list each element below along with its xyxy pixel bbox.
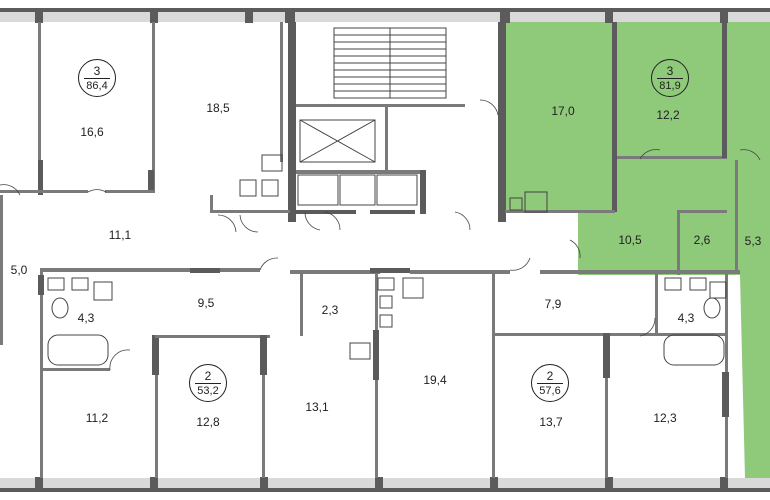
room-area-label: 2,3 [321, 303, 339, 317]
apartment-rooms: 3 [666, 63, 674, 78]
room-area-label: 13,1 [305, 400, 329, 414]
top-windows [0, 10, 770, 22]
room-area-label: 9,5 [197, 296, 215, 310]
room-area-label: 4,3 [677, 311, 695, 325]
room-area-label: 12,8 [196, 415, 220, 429]
badge-divider [537, 382, 563, 384]
bathroom-fixtures [47, 154, 727, 366]
apartment-rooms: 3 [93, 63, 101, 78]
room-area-label: 5,0 [10, 263, 28, 277]
apartment-total-area: 86,4 [86, 79, 108, 92]
apartment-total-area: 81,9 [659, 79, 681, 92]
apartment-rooms: 2 [204, 368, 212, 383]
room-area-label: 4,3 [77, 311, 95, 325]
room-area-label: 10,5 [618, 233, 642, 247]
room-area-label: 18,5 [206, 101, 230, 115]
room-area-label: 5,3 [744, 234, 762, 248]
apartment-rooms: 2 [546, 368, 554, 383]
bottom-windows [0, 478, 770, 490]
room-area-label: 19,4 [423, 373, 447, 387]
highlighted-apartment[interactable] [505, 22, 770, 478]
left-edge-walls [0, 195, 3, 345]
room-area-label: 12,3 [653, 411, 677, 425]
room-area-label: 16,6 [80, 125, 104, 139]
room-area-label: 13,7 [539, 415, 563, 429]
room-area-label: 7,9 [544, 297, 562, 311]
room-area-label: 11,2 [85, 411, 109, 425]
badge-divider [84, 77, 110, 79]
outer-walls [0, 8, 770, 492]
apartment-total-area: 53,2 [197, 384, 219, 397]
apartment-badge: 2 53,2 [189, 364, 227, 402]
room-area-label: 12,2 [656, 108, 680, 122]
door-swings [0, 99, 761, 371]
apartment-badge: 3 81,9 [651, 59, 689, 97]
staircase [333, 27, 447, 99]
apartment-total-area: 57,6 [539, 384, 561, 397]
badge-divider [195, 382, 221, 384]
room-area-label: 2,6 [693, 233, 711, 247]
elevator-shaft [297, 119, 418, 206]
room-area-label: 17,0 [551, 104, 575, 118]
apartment-badge: 3 86,4 [78, 59, 116, 97]
room-area-label: 11,1 [108, 228, 132, 242]
apartment-badge: 2 57,6 [531, 364, 569, 402]
badge-divider [657, 77, 683, 79]
